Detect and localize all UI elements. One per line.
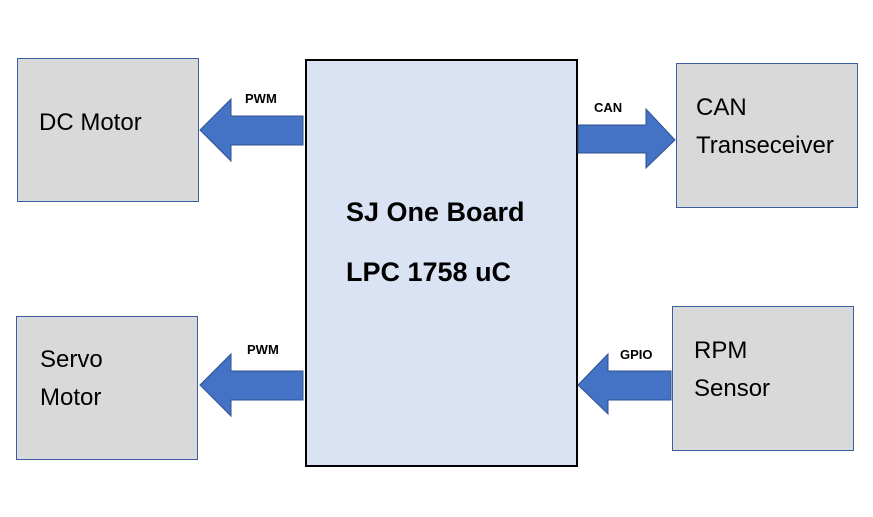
can-arrow <box>577 107 676 170</box>
dc-motor-pwm-label: PWM <box>245 91 277 106</box>
servo-pwm-arrow <box>199 352 304 418</box>
servo-motor-block <box>16 316 198 460</box>
board-title-line2: LPC 1758 uC <box>346 257 512 287</box>
gpio-arrow <box>577 352 672 416</box>
gpio-label: GPIO <box>620 347 653 362</box>
dc-motor-block <box>17 58 199 202</box>
rpm-sensor-block <box>672 306 854 451</box>
board-title-line1: SJ One Board <box>346 197 525 227</box>
rpm-sensor-label: RPM Sensor <box>694 337 771 402</box>
dc-motor-pwm-arrow <box>199 97 304 163</box>
servo-motor-label: Servo Motor <box>40 346 103 411</box>
can-transceiver-block <box>676 63 858 208</box>
can-transceiver-label: CAN Transeceiver <box>696 94 834 159</box>
dc-motor-label: DC Motor <box>39 109 142 136</box>
sj-one-board-block <box>305 59 578 467</box>
can-label: CAN <box>594 100 623 115</box>
servo-pwm-label: PWM <box>247 342 279 357</box>
